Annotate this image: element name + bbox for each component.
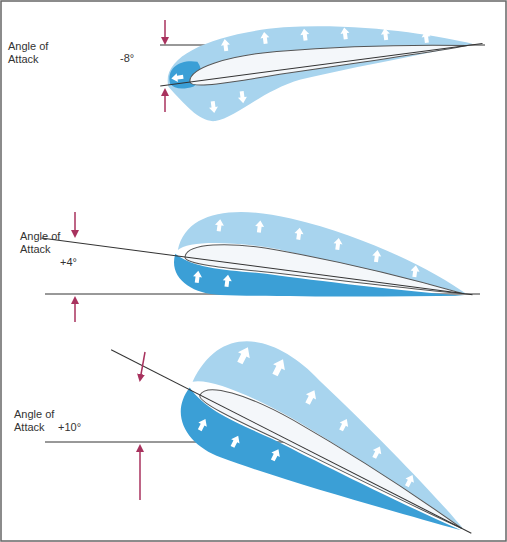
angle-label: Angle of Attack (20, 230, 80, 256)
angle-value: -8° (120, 52, 160, 65)
angle-value: +4° (60, 256, 100, 269)
airfoil (155, 1, 488, 127)
angle-value: +10° (58, 421, 108, 434)
angle-label: Angle of Attack (8, 40, 68, 66)
